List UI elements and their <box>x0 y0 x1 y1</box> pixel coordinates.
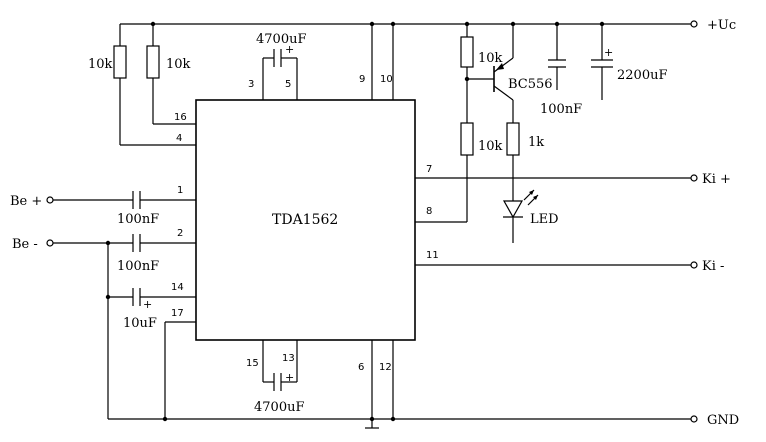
capacitor-pin14 <box>108 288 196 306</box>
capacitor-bottom <box>262 340 298 391</box>
resistor-pin4 <box>113 24 196 146</box>
cap-supply-small-value: 100nF <box>540 102 582 117</box>
pin-3: 3 <box>248 79 254 90</box>
pin-17: 17 <box>171 308 184 319</box>
pin-6: 6 <box>358 362 364 373</box>
resistor-pin4-value: 10k <box>88 57 113 72</box>
cap-supply-big-polarity: + <box>604 46 613 59</box>
pin-13: 13 <box>282 353 295 364</box>
pin-12: 12 <box>379 362 392 373</box>
led-label: LED <box>530 212 559 227</box>
wire-pin17 <box>164 321 196 419</box>
ground-label: GND <box>707 413 739 428</box>
resistor-led-value: 1k <box>528 135 544 150</box>
cap-supply-big-value: 2200uF <box>617 68 667 83</box>
capacitor-2200uf-supply <box>591 24 613 100</box>
transistor-bc556 <box>467 24 514 123</box>
supply-rail <box>120 20 698 28</box>
resistor-pin16 <box>146 24 196 125</box>
resistor-pin16-value: 10k <box>166 57 191 72</box>
led-symbol <box>502 189 539 243</box>
pin-10: 10 <box>380 74 393 85</box>
pin-7: 7 <box>426 164 432 175</box>
pin-5: 5 <box>285 79 291 90</box>
output-minus-label: Ki - <box>702 259 724 274</box>
supply-label: +Uc <box>707 18 736 33</box>
input-plus-path <box>46 191 196 209</box>
pin-15: 15 <box>246 358 259 369</box>
capacitor-100nf-supply <box>548 24 566 90</box>
capacitor-top <box>262 49 298 100</box>
input-minus-path <box>46 234 196 252</box>
pin-2: 2 <box>177 228 183 239</box>
ground-rail <box>108 415 698 429</box>
junction-dot <box>105 294 111 300</box>
cap-in2-value: 100nF <box>117 259 159 274</box>
pin-4: 4 <box>176 133 182 144</box>
cap-in3-value: 10uF <box>123 316 157 331</box>
pin-11: 11 <box>426 250 439 261</box>
resistor-base-lower <box>460 122 474 156</box>
output-plus-path <box>415 174 698 182</box>
cap-top-value: 4700uF <box>256 32 306 47</box>
resistor-base-upper-value: 10k <box>478 51 503 66</box>
cap-in3-polarity: + <box>143 298 152 311</box>
junction-dot <box>510 21 516 27</box>
resistor-base-lower-value: 10k <box>478 139 503 154</box>
pin-8: 8 <box>426 206 432 217</box>
pin-9: 9 <box>359 74 365 85</box>
transistor-label: BC556 <box>508 77 553 92</box>
cap-in1-value: 100nF <box>117 212 159 227</box>
resistor-base-upper <box>460 24 474 123</box>
resistor-led <box>506 122 520 201</box>
cap-bottom-value: 4700uF <box>254 400 304 415</box>
output-plus-label: Ki + <box>702 172 731 187</box>
pin-16: 16 <box>174 112 187 123</box>
input-plus-label: Be + <box>10 194 42 209</box>
cap-bottom-polarity: + <box>285 371 294 384</box>
output-minus-path <box>415 261 698 269</box>
cap-top-polarity: + <box>285 43 294 56</box>
wire-pin8 <box>415 155 468 223</box>
ic-body <box>195 99 416 341</box>
pin-14: 14 <box>171 282 184 293</box>
input-minus-label: Be - <box>12 237 38 252</box>
pin-1: 1 <box>177 185 183 196</box>
ic-label: TDA1562 <box>272 212 338 228</box>
